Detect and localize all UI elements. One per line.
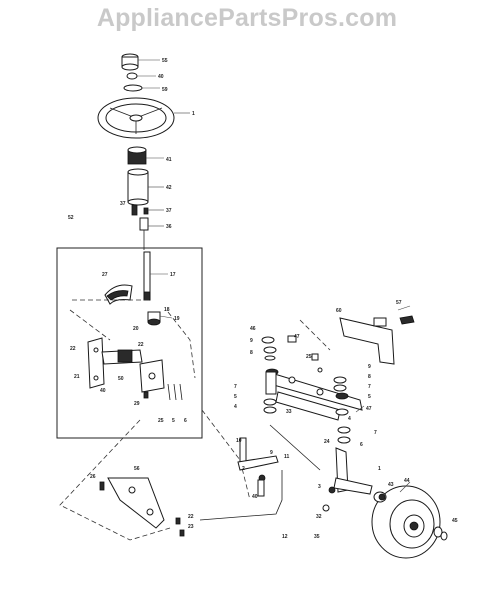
callout-leaders bbox=[137, 59, 411, 493]
callout-33: 33 bbox=[286, 409, 292, 415]
callout-26: 26 bbox=[90, 474, 96, 480]
callout-22-a: 22 bbox=[70, 346, 76, 352]
front-wheel bbox=[371, 485, 441, 559]
callout-2: 2 bbox=[242, 466, 245, 472]
steering-bracket bbox=[87, 337, 143, 389]
callout-59: 59 bbox=[162, 87, 168, 93]
callout-4-right: 4 bbox=[348, 416, 351, 422]
callout-37-left: 37 bbox=[120, 201, 126, 207]
steering-support-bracket bbox=[99, 477, 185, 537]
callout-45: 45 bbox=[452, 518, 458, 524]
callout-40-mid: 40 bbox=[100, 388, 106, 394]
callout-43: 43 bbox=[388, 482, 394, 488]
callout-5-left: 5 bbox=[234, 394, 237, 400]
callout-50: 50 bbox=[118, 376, 124, 382]
callout-8-right: 8 bbox=[368, 374, 371, 380]
callout-20: 20 bbox=[133, 326, 139, 332]
callout-12: 12 bbox=[282, 534, 288, 540]
callout-35: 35 bbox=[314, 534, 320, 540]
mounting-plate bbox=[139, 359, 165, 393]
dashed-guide-3 bbox=[167, 311, 196, 379]
right-axle-bracket bbox=[339, 315, 415, 365]
dashed-guide-4 bbox=[59, 419, 171, 541]
gear-cover bbox=[104, 284, 133, 305]
callout-18: 18 bbox=[164, 307, 170, 313]
callout-1: 1 bbox=[192, 111, 195, 117]
cap-nut bbox=[126, 72, 138, 80]
left-spindle-stack bbox=[261, 336, 279, 414]
callout-6-inset: 6 bbox=[184, 418, 187, 424]
callout-7-lower: 7 bbox=[374, 430, 377, 436]
left-spindle bbox=[237, 437, 279, 497]
callout-6-right: 6 bbox=[360, 442, 363, 448]
callout-57: 57 bbox=[396, 300, 402, 306]
callout-56: 56 bbox=[134, 466, 140, 472]
callout-9-lower: 9 bbox=[270, 450, 273, 456]
callout-47-right: 47 bbox=[366, 406, 372, 412]
callout-17: 17 bbox=[170, 272, 176, 278]
bolt-right bbox=[143, 207, 149, 215]
coupler bbox=[139, 217, 149, 250]
callout-37-right: 37 bbox=[166, 208, 172, 214]
callout-29: 29 bbox=[134, 401, 140, 407]
bolt-left bbox=[131, 204, 138, 216]
callout-47-top: 47 bbox=[294, 334, 300, 340]
callout-52: 52 bbox=[68, 215, 74, 221]
callout-60: 60 bbox=[336, 308, 342, 314]
right-spindle bbox=[322, 447, 373, 512]
steering-shaft bbox=[143, 251, 151, 301]
spacer-parts bbox=[287, 335, 319, 361]
callout-3: 3 bbox=[318, 484, 321, 490]
callout-22-lower: 22 bbox=[188, 514, 194, 520]
steering-cap bbox=[121, 53, 139, 71]
callout-40-top: 40 bbox=[158, 74, 164, 80]
wheel-washer bbox=[123, 84, 143, 92]
callout-9-left: 9 bbox=[250, 338, 253, 344]
callout-4-left: 4 bbox=[234, 404, 237, 410]
callout-23: 23 bbox=[188, 524, 194, 530]
callout-22-b: 22 bbox=[138, 342, 144, 348]
sector-gear-hardware bbox=[143, 383, 183, 401]
callout-5-right: 5 bbox=[368, 394, 371, 400]
pinion-gear bbox=[147, 311, 161, 326]
callout-7-left: 7 bbox=[234, 384, 237, 390]
callout-24: 24 bbox=[324, 439, 330, 445]
callout-10: 10 bbox=[236, 438, 242, 444]
callout-11: 11 bbox=[284, 454, 290, 460]
right-spindle-stack bbox=[333, 376, 351, 444]
callout-32: 32 bbox=[316, 514, 322, 520]
callout-25: 25 bbox=[158, 418, 164, 424]
steering-bushing bbox=[127, 168, 149, 206]
callout-27: 27 bbox=[102, 272, 108, 278]
callout-36: 36 bbox=[166, 224, 172, 230]
callout-8-left: 8 bbox=[250, 350, 253, 356]
drag-link bbox=[199, 424, 321, 521]
callout-5-inset: 5 bbox=[172, 418, 175, 424]
callout-55: 55 bbox=[162, 58, 168, 64]
callout-9-right: 9 bbox=[368, 364, 371, 370]
dashed-guide-2 bbox=[69, 309, 111, 341]
dashed-guide-5 bbox=[201, 409, 251, 501]
callout-1-lower: 1 bbox=[378, 466, 381, 472]
steering-wheel bbox=[97, 97, 175, 139]
callout-19: 19 bbox=[174, 316, 180, 322]
callout-21: 21 bbox=[74, 374, 80, 380]
steering-adapter bbox=[127, 146, 147, 165]
callout-40-lower: 40 bbox=[252, 494, 258, 500]
callout-46: 46 bbox=[250, 326, 256, 332]
watermark: AppliancePartsPros.com bbox=[96, 4, 398, 32]
callout-7-right: 7 bbox=[368, 384, 371, 390]
callout-25-mid: 25 bbox=[306, 354, 312, 360]
detail-inset-frame bbox=[56, 247, 203, 439]
callout-44: 44 bbox=[404, 478, 410, 484]
dashed-guide-6 bbox=[299, 319, 331, 351]
callout-41: 41 bbox=[166, 157, 172, 163]
callout-42: 42 bbox=[166, 185, 172, 191]
wheel-hardware bbox=[373, 491, 448, 541]
